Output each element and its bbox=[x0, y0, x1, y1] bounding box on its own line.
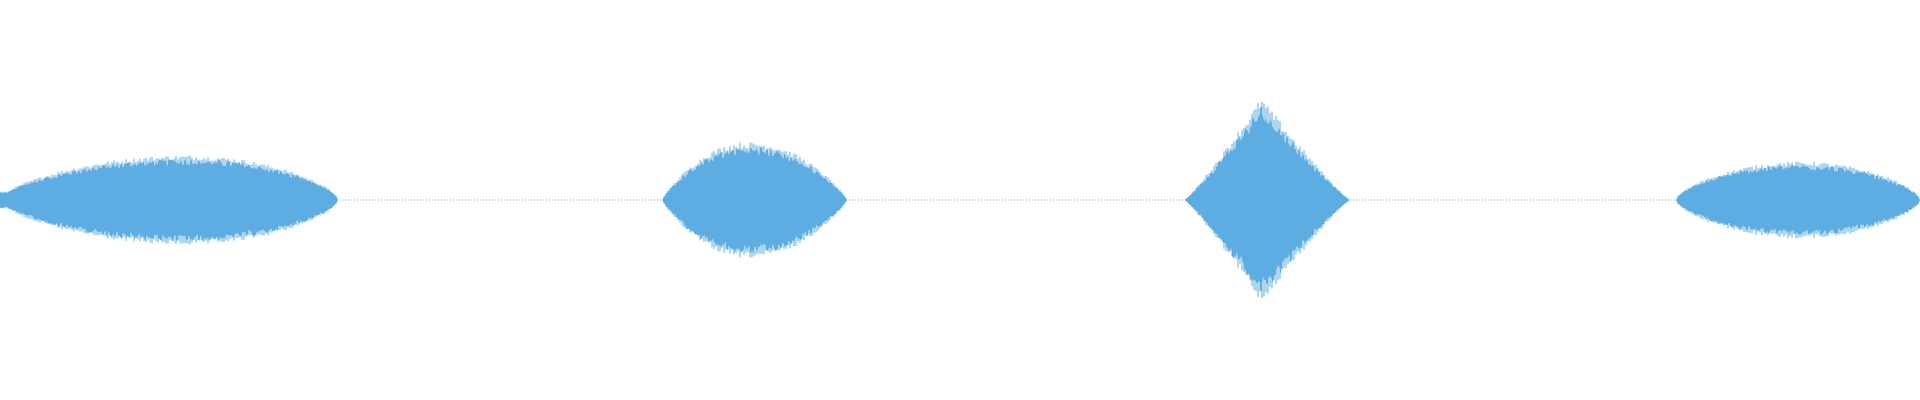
burst-4 bbox=[1676, 161, 1920, 239]
waveform-bursts bbox=[0, 101, 1920, 299]
burst-1-envelope bbox=[0, 158, 338, 242]
burst-1 bbox=[0, 155, 338, 245]
burst-2-samples bbox=[663, 142, 847, 258]
burst-2 bbox=[662, 142, 847, 258]
burst-3-samples bbox=[1185, 101, 1349, 299]
burst-3 bbox=[1184, 101, 1350, 299]
burst-3-envelope bbox=[1184, 106, 1350, 292]
burst-4-samples bbox=[1677, 161, 1919, 239]
burst-1-samples bbox=[0, 155, 337, 245]
